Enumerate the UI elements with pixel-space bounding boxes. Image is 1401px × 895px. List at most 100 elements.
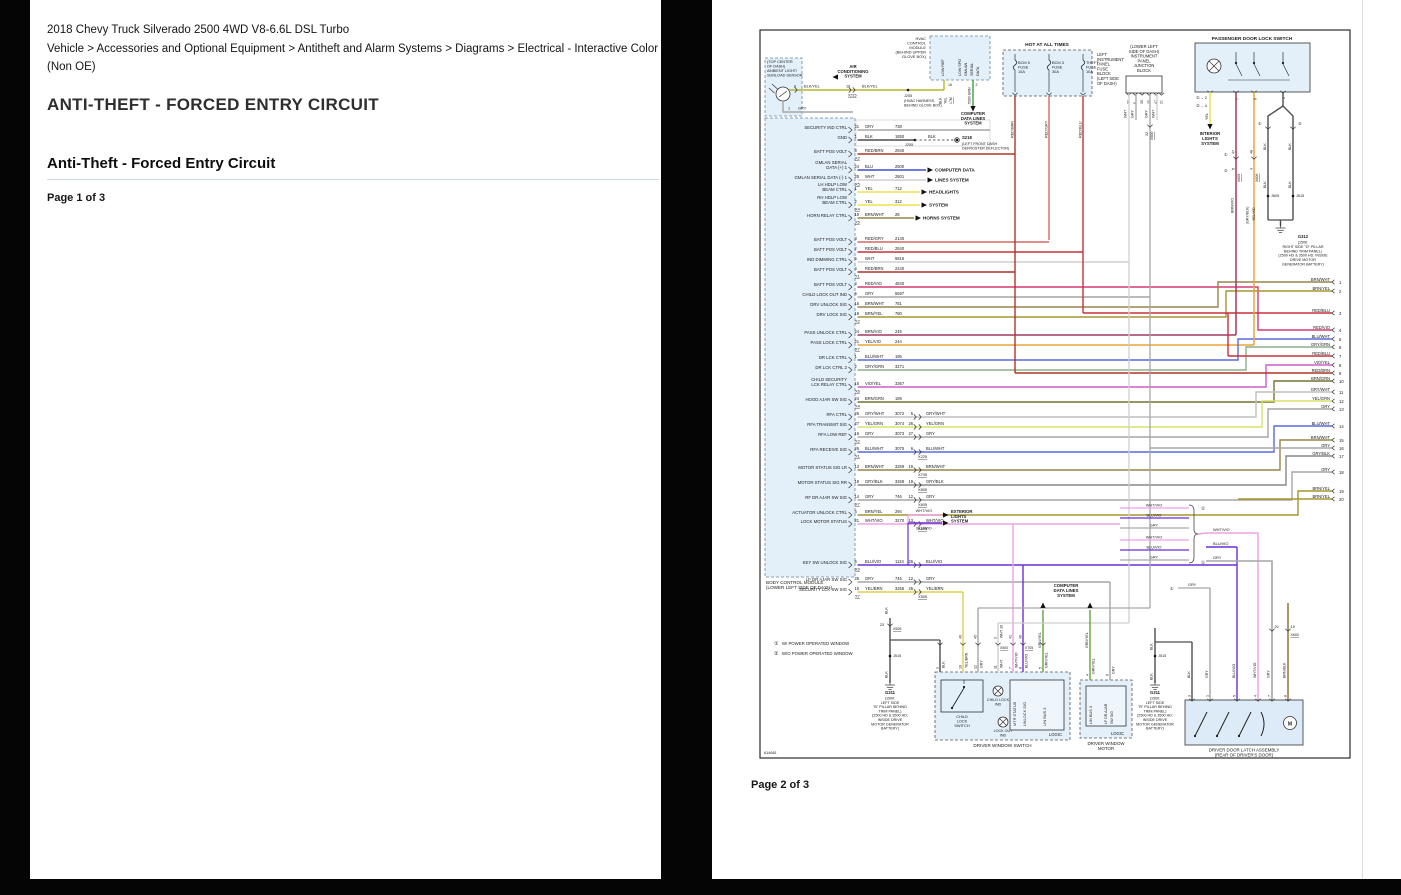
pin-number: 5 [1039,667,1043,669]
system-arrow-icon [915,215,921,221]
label: 17M [949,97,953,104]
pin-number: 19 [855,212,860,217]
label: GRY [1145,110,1149,118]
splice-dot [906,88,910,92]
edge-pin-number: 15 [1339,438,1344,443]
label: BRN/VIO [1231,198,1235,213]
label: GRY [1267,670,1271,678]
system-label: AIR [849,64,856,69]
splice-id: S218 [962,135,972,140]
system-label: SYSTEM [929,203,948,208]
system-label: COMPUTER [961,111,985,116]
page-edge-line [1362,0,1363,879]
splice-dot [1237,734,1241,738]
wire-color: GRY [865,291,874,296]
ground-note: "B" PILLAR BEHIND [873,705,907,709]
ground-note: (2500 HD & 3500 HD: INSIDE [1278,254,1328,258]
connector-id: X1 [855,454,860,459]
bcm-pin-name: DR LCK CTRL 2 [815,365,847,370]
hvac-label: HVAC [915,36,926,41]
bcm-block [764,117,856,578]
wire-color: BRN/YEL [865,311,883,316]
label: GRY [1131,110,1135,118]
splice-note: (LEFT FRONT DASH [962,142,997,146]
pin-number: 25 [908,586,913,591]
wire-color: GRY/WHT [1311,387,1331,392]
wire-color: GRY/BLK [1312,451,1330,456]
breadcrumb: Vehicle > Accessories and Optional Equip… [47,43,659,73]
pin-number: 19 [1291,625,1295,629]
ground-note: (2500 HD & 3500 HD: [1137,714,1173,718]
fuse-block-label: BLOCK [1097,71,1111,76]
pin-number: 41 [1009,635,1013,639]
driver-window-motor-title: DRIVER WINDOW [1087,741,1125,746]
circuit-number: 244 [895,339,903,344]
wire-color: GRY/WHT [865,411,885,416]
ground-id: G312 [1298,234,1309,239]
wire-color: BRN/WHT [1311,277,1331,282]
wire-color: GRY [926,494,935,499]
system-label: LINES SYSTEM [935,178,969,183]
splice-id: J255 [905,143,913,147]
label: ① [1201,560,1206,565]
wire-color: BLK/YEL [804,84,821,89]
circuit-number: 3367 [895,381,905,386]
circuit-number: 28 [895,212,900,217]
ground-note: INSIDE DRIVE [878,718,903,722]
ground-note: LEFT SIDE [881,701,900,705]
pin-number: 3 [1188,695,1192,697]
circuit-number: 2540 [895,246,905,251]
pin-number: 10 [959,665,963,669]
pin-number: 7 [1009,667,1013,669]
circuit-number: 1124 [895,559,905,564]
splice-dot [1215,734,1219,738]
connector-id: X705 [918,472,927,477]
fuse-block [1002,49,1093,97]
bcm-pin-name: KEY SW UNLOCK SIG [803,560,848,565]
sunload-name: AMBIENT LIGHT/ [767,69,798,73]
pin-number: 25 [855,576,860,581]
connector-id: X4 [855,404,861,409]
bcm-pin-name: PASS LOCK CTRL [811,340,848,345]
wire [857,439,1332,471]
pin-number: 1 [855,186,858,191]
splice-note: (HVAC HARNESS, [904,99,935,103]
bcm-pin-name: SECURITY LCK SW SIG [799,587,848,592]
ground-note: BATTERY) [881,727,899,731]
wire-color: GRY/GRN [865,364,884,369]
label: 10 [846,85,850,89]
junction-block-label: INSTRUMENT [1131,54,1158,59]
label: RED/GRY [1045,120,1049,138]
connector-id: X2 [855,319,860,324]
ground-note: LEFT SIDE [1146,701,1165,705]
bcm-pin-name: LOCK MOTOR STATUS [801,519,847,524]
label: RED/BLU [1079,121,1083,138]
pin-number: 4 [855,281,858,286]
wire [857,455,1332,486]
label: YEL [944,97,948,104]
ground-note: (1500: [885,697,895,701]
pin-number: 3 [855,236,858,241]
label: 16 [948,83,952,87]
wire-color: BLU/WHT [865,446,884,451]
label: WHT [1152,109,1156,118]
child-lock-ind-label: IND [995,702,1002,706]
splice-dot [950,706,954,710]
pin-number: 24 [855,396,860,401]
wire-color: YEL/BRN [865,586,883,591]
circuit-number: 3271 [895,364,905,369]
label: YEL [1205,113,1209,120]
pin-number: 2 [855,199,858,204]
circuit-number: 2501 [895,174,905,179]
pin-number: 2 [855,246,858,251]
hvac-pin: SERIAL [970,63,974,76]
pin-number: 26 [908,421,913,426]
fuse-icon [1012,59,1018,71]
wire-color: YEL/BRN [965,652,969,668]
pin-number: 14 [855,494,860,499]
connector-id: X9 [855,567,860,572]
splice-id: J515 [1158,654,1166,658]
junction-block-label: SIDE OF DASH) [1129,49,1160,54]
fuse-icon [1046,59,1052,71]
fuse-icon [1080,59,1086,71]
